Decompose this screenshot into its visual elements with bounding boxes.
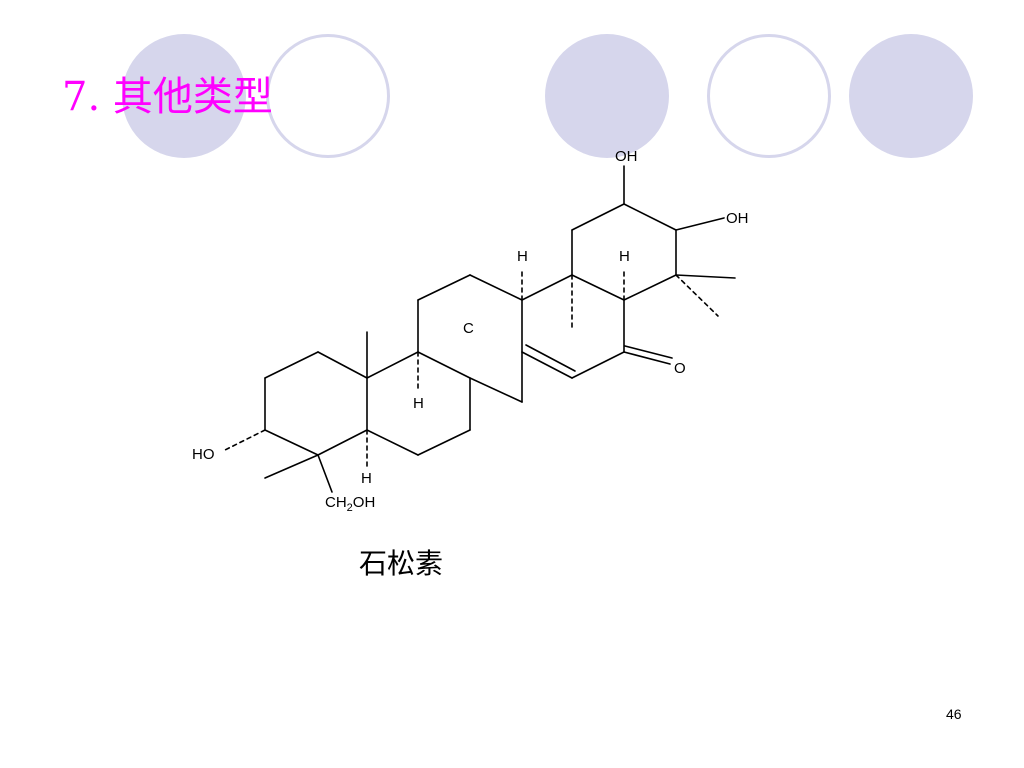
atom-label-h: H — [517, 248, 528, 265]
slide-title: 7. 其他类型 — [62, 74, 273, 120]
ch2oh-prefix: CH — [325, 494, 347, 511]
atom-label-ho: HO — [192, 446, 215, 463]
structure-bonds — [224, 165, 736, 493]
atom-label-h: H — [413, 395, 424, 412]
atom-label-o: O — [674, 360, 686, 377]
decorative-circle — [849, 34, 973, 158]
ch2oh-subscript: 2 — [347, 502, 353, 514]
atom-label-oh: OH — [726, 210, 749, 227]
atom-labels: OH OH H H C O H HO H CH2OH — [192, 148, 749, 514]
ch2oh-suffix: OH — [353, 494, 376, 511]
atom-label-ch2oh: CH2OH — [325, 494, 375, 514]
atom-label-oh: OH — [615, 148, 638, 165]
decorative-ring — [707, 34, 831, 158]
decorative-circle — [122, 34, 246, 158]
atom-label-h: H — [361, 470, 372, 487]
decorative-circle — [545, 34, 669, 158]
atom-label-h: H — [619, 248, 630, 265]
page-number: 46 — [946, 706, 962, 722]
decorative-ring — [266, 34, 390, 158]
atom-label-c: C — [463, 320, 474, 337]
compound-caption: 石松素 — [359, 547, 444, 580]
